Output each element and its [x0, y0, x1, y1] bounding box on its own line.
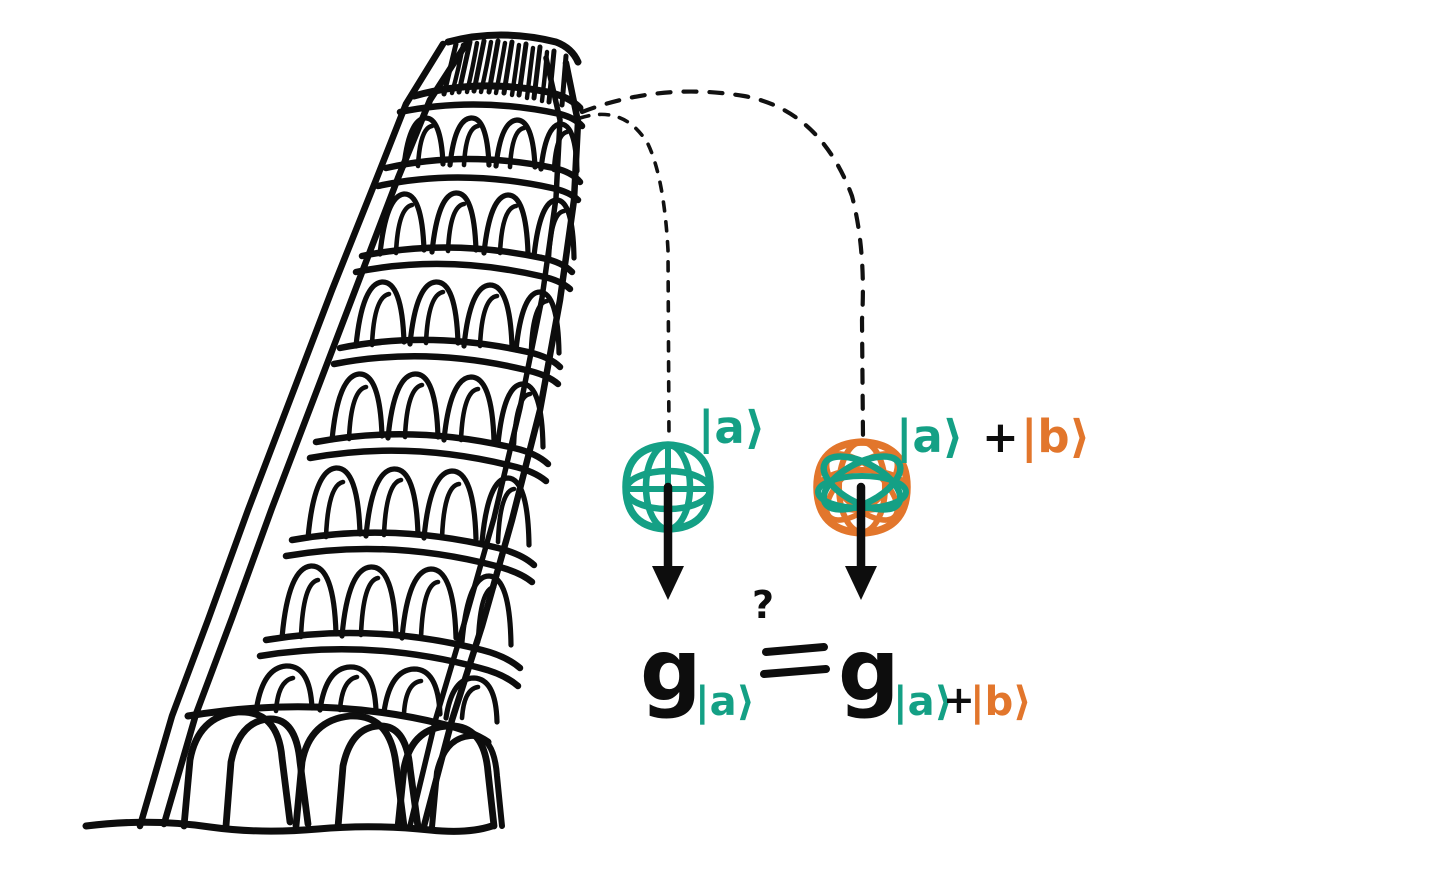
equation-lhs-subscript-a: |a⟩ — [695, 679, 755, 726]
label-superposition-part-a: |a⟩ — [896, 410, 963, 463]
trajectory-left — [578, 112, 671, 442]
tower-belfry — [410, 31, 584, 112]
trajectory-right — [579, 89, 866, 441]
arrow-a-downward — [652, 482, 684, 600]
equation-lhs-symbol: g — [640, 621, 702, 721]
particle-superposition: |a⟩ + |b⟩ — [813, 410, 1090, 600]
trajectory-group — [578, 89, 866, 442]
label-superposition-part-b: |b⟩ — [1021, 410, 1090, 463]
label-superposition-plus: + — [982, 412, 1019, 463]
tower-tier-5 — [288, 447, 550, 569]
equation-rhs-subscript-plus: + — [943, 678, 975, 722]
tower-tier-2 — [358, 174, 582, 276]
equation-rhs-subscript-b: |b⟩ — [970, 679, 1032, 726]
particle-a: |a⟩ — [622, 401, 765, 600]
leaning-tower-of-pisa — [136, 31, 586, 831]
tower-tier-3 — [336, 260, 574, 371]
arrow-superposition-downward — [845, 482, 877, 600]
label-state-superposition: |a⟩ + |b⟩ — [896, 410, 1090, 463]
equation-rhs-subscript-a: |a⟩ — [893, 679, 953, 726]
tower-tier-4 — [312, 353, 562, 468]
tower-tier-6 — [262, 545, 536, 672]
equation-group: ? g |a⟩ g |a⟩ + |b⟩ — [640, 583, 1032, 726]
equation-question-mark: ? — [752, 583, 774, 627]
label-state-a: |a⟩ — [698, 401, 765, 454]
equation-equals-sign — [760, 643, 830, 678]
equation-rhs-symbol: g — [838, 621, 900, 721]
tower-tier-1 — [382, 101, 586, 186]
tower-base-arcade — [180, 708, 505, 831]
